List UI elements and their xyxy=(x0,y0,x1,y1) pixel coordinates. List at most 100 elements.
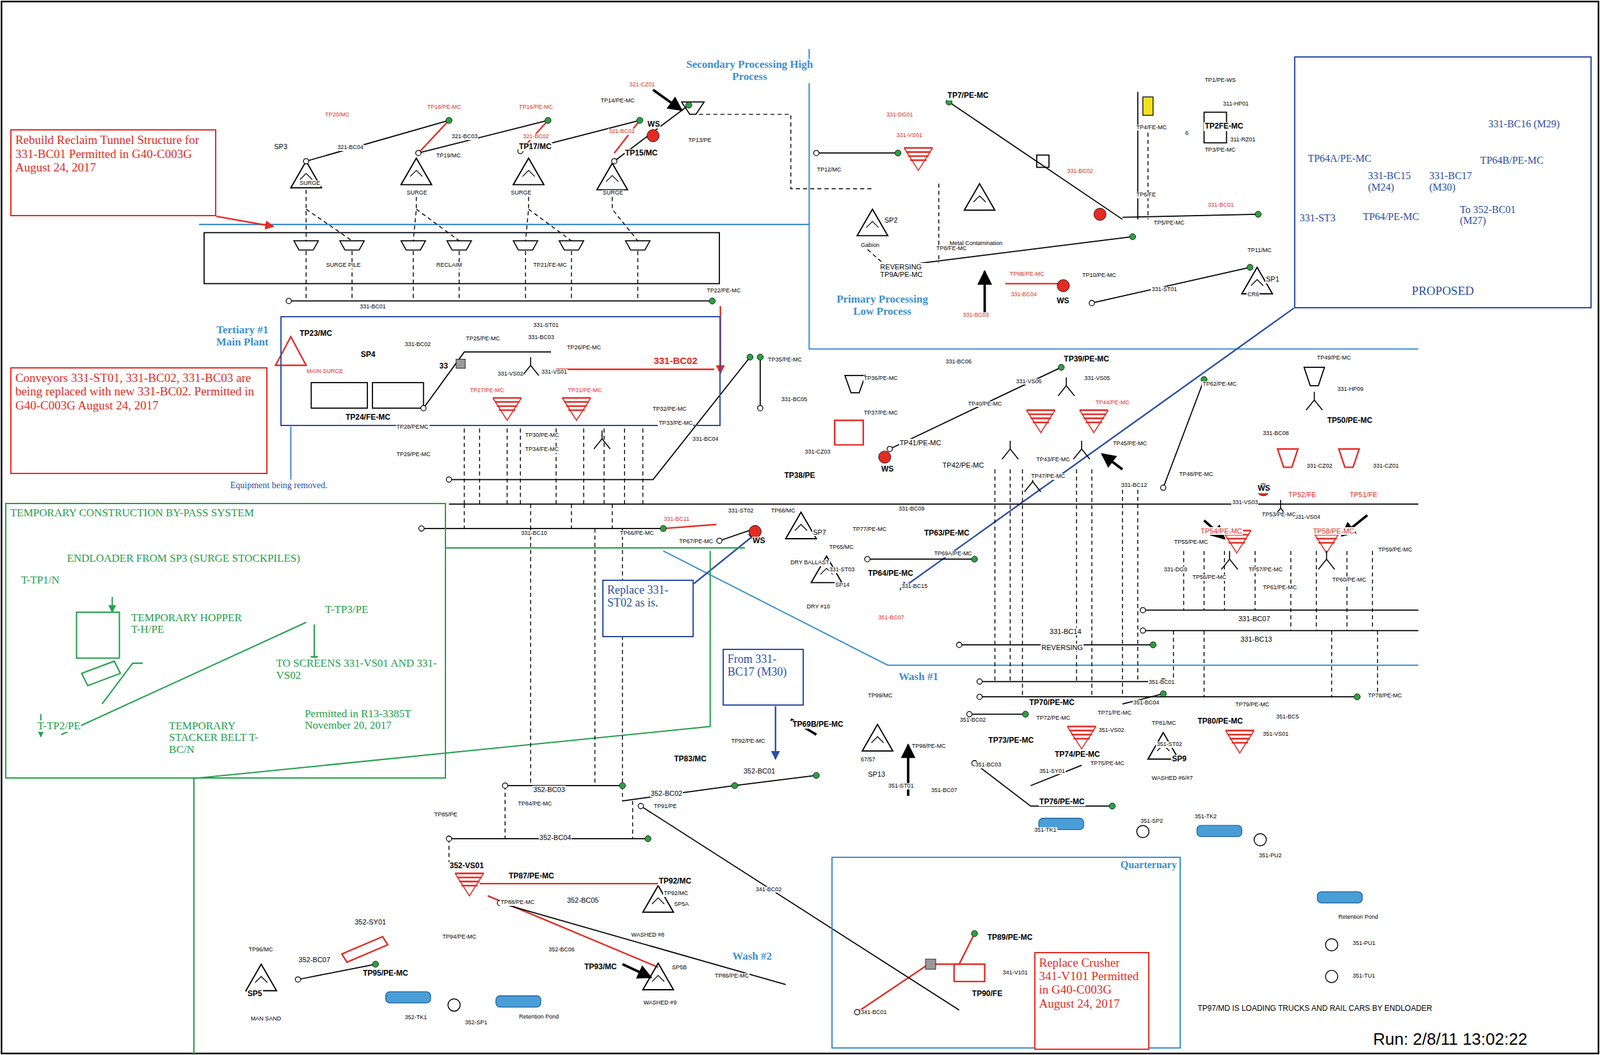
wash-station xyxy=(748,525,761,538)
equipment-label: TP62/PE-MC xyxy=(1201,381,1238,388)
tail-pulley xyxy=(638,803,644,809)
equipment-label: TP49/PE-MC xyxy=(1316,355,1352,362)
tail-pulley xyxy=(295,977,301,983)
equipment-label: TP12/MC xyxy=(816,167,843,174)
equipment-label: TP57/PE-MC xyxy=(1248,567,1284,574)
region-box: QuarternaryReplace Crusher 341-V101 Perm… xyxy=(831,856,1181,1049)
screen-deck xyxy=(1083,417,1104,420)
equipment-label: 331-CZ02 xyxy=(1306,463,1334,470)
equipment-label: TP51/FE xyxy=(1349,490,1378,499)
drawing-line xyxy=(954,964,985,982)
equipment-label: REVERSING xyxy=(1040,643,1084,652)
equipment-label: T-TP2/PE xyxy=(36,720,81,733)
splitter-chute xyxy=(593,439,611,450)
drawing-line xyxy=(449,785,633,863)
equipment-label: TP95/PE-MC xyxy=(362,969,409,978)
equipment-label: TP84/PE-MC xyxy=(517,801,553,808)
equipment-label: TP22/PE-MC xyxy=(705,288,742,295)
equipment-label: 331-BC02 xyxy=(403,341,432,349)
drawing-line xyxy=(698,114,873,189)
splitter-chute xyxy=(1009,440,1012,450)
tail-pulley xyxy=(446,476,452,482)
splitter-chute xyxy=(529,357,532,366)
equipment-label: TP35/PE-MC xyxy=(767,357,803,364)
equipment-label: TP5/PE-MC xyxy=(1153,220,1186,227)
drawing-line xyxy=(556,368,715,370)
tail-pulley xyxy=(286,298,292,304)
equipment-label: TP32/PE-MC xyxy=(652,406,688,413)
equipment-label: SP3 xyxy=(273,142,288,151)
stockpile-mark xyxy=(652,976,665,983)
screen-deck xyxy=(1028,413,1053,416)
tail-pulley xyxy=(1140,627,1146,633)
equipment-label: 352-TK1 xyxy=(403,1015,428,1022)
screen-body xyxy=(562,398,592,421)
equipment-label: 351-BC07 xyxy=(930,787,959,795)
head-pulley xyxy=(813,772,820,779)
tail-pulley xyxy=(1140,608,1146,614)
equipment-label: TP6/FE xyxy=(1136,192,1158,199)
drawing-line xyxy=(663,551,1419,666)
drawing-line xyxy=(775,706,777,760)
equipment-label: TP73/PE-MC xyxy=(987,736,1035,745)
drawing-line xyxy=(289,426,292,480)
equipment-label: 331-BC03 xyxy=(527,334,555,342)
equipment-label: SURGE xyxy=(510,190,532,197)
drawing-line xyxy=(61,622,307,735)
splitter-chute xyxy=(1024,481,1042,493)
splitter-chute xyxy=(1228,551,1231,560)
equipment-label: TP36/PE-MC xyxy=(863,375,899,383)
equipment-label: TP81/MC xyxy=(1150,720,1177,728)
head-pulley xyxy=(1129,233,1136,240)
equipment-label: WS xyxy=(752,536,766,546)
drawing-line xyxy=(1338,449,1360,468)
drawing-line xyxy=(204,92,1419,1011)
drawing-line xyxy=(979,680,1164,683)
drawing-line xyxy=(1173,631,1378,698)
equipment-label: TP72/PE-MC xyxy=(1035,715,1071,722)
equipment-label: 331-HP09 xyxy=(1336,386,1365,393)
equipment-label: CR6 xyxy=(1246,291,1260,299)
drawing-line xyxy=(199,224,809,226)
equipment-label: TP87/PE-MC xyxy=(508,872,555,881)
equipment-label: TP76/PE-MC xyxy=(1038,798,1086,807)
equipment-label: TP30/PE-MC xyxy=(524,432,560,440)
drawing-line xyxy=(622,89,1368,978)
equipment-label: TP23/MC xyxy=(298,329,333,338)
equipment-label: SP14 xyxy=(834,582,850,589)
drawing-line xyxy=(969,713,1026,715)
screen-deck xyxy=(458,881,480,884)
equipment-label: TP99/MC xyxy=(867,693,893,700)
equipment-label: TP42/PE-MC xyxy=(942,461,985,470)
equipment-label: SP13 xyxy=(867,770,886,779)
head-pulley xyxy=(1255,211,1262,218)
equipment-label: TP89/PE-MC xyxy=(986,933,1034,943)
equipment-label: T-TP3/PE xyxy=(324,604,369,617)
drawing-line xyxy=(305,120,449,162)
equipment-label: Gabion xyxy=(860,242,880,249)
equipment-label: TP80/PE-MC xyxy=(1196,717,1244,726)
equipment-label: 331-BC01 xyxy=(1207,202,1235,209)
equipment-label: 331-ST02 xyxy=(727,508,755,515)
equipment-label: SP2 xyxy=(883,216,899,224)
equipment-label: 321-BC03 xyxy=(451,133,479,141)
drawing-line xyxy=(1030,765,1082,786)
drawing-line xyxy=(844,375,866,393)
equipment-label: TP77/PE-MC xyxy=(851,526,888,534)
equipment-label: TP94/PE-MC xyxy=(441,934,477,941)
screen-body xyxy=(1079,410,1109,433)
head-pulley xyxy=(1109,803,1116,810)
screen-body xyxy=(1067,726,1097,749)
note-box: Rebuild Reclaim Tunnel Structure for 331… xyxy=(10,129,217,217)
screen-deck xyxy=(1229,737,1250,740)
equipment-label: SP5A xyxy=(673,901,690,909)
node-text: Tertiary #1 Main Plant xyxy=(206,323,279,349)
equipment-label: TEMPORARY STACKER BELT T-BC/N xyxy=(168,720,282,757)
head-pulley xyxy=(372,961,379,968)
splitter-chute xyxy=(1221,559,1238,570)
feeder xyxy=(339,240,365,250)
stockpile-mark xyxy=(522,170,535,177)
equipment-label: 331-VS01 xyxy=(896,132,923,139)
drawing-line xyxy=(372,382,424,409)
equipment-label: TP26/PE-MC xyxy=(566,344,602,352)
